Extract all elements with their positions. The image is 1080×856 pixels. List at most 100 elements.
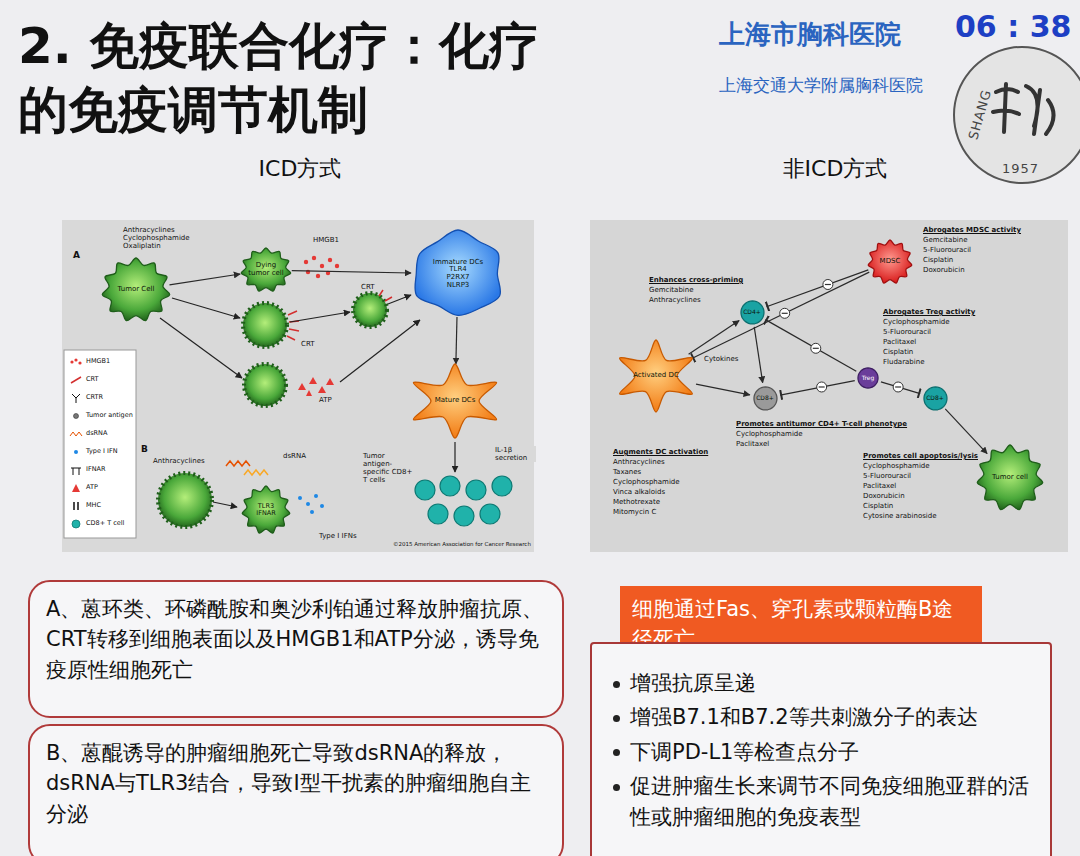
drug-name: Cyclophosphamide (612, 478, 681, 486)
legend-swatch (68, 429, 84, 439)
immature-dc-text: NLRP3 (433, 282, 483, 290)
activation-connector (754, 327, 762, 383)
pathway-arrows (160, 295, 455, 507)
activation-connector (456, 317, 457, 364)
drug-name: Gemcitabine (922, 236, 969, 244)
mdsc-cell: MDSC (866, 238, 914, 286)
treg-cell: Treg (856, 366, 880, 390)
activation-connector (689, 321, 740, 355)
dying-tumor-cell: TLR3IFNAR (240, 484, 292, 536)
drug-name: Anthracyclines (122, 226, 176, 234)
legend-item: Type I IFN (68, 447, 118, 457)
section-heading: 非ICD方式 (782, 156, 889, 181)
tumor-cell-text: Tumor cell (992, 474, 1028, 482)
drug-name: Anthracyclines (152, 457, 206, 465)
drug-name: Doxorubicin (862, 492, 906, 500)
activation-connector (292, 271, 411, 273)
legend-text: Tumor antigen (86, 412, 133, 419)
panel-letter: A (72, 250, 81, 260)
drug-group-heading: Enhances cross-priming (648, 276, 744, 284)
t-cell-text: CD8+ (926, 395, 944, 402)
legend-text: CD8+ T cell (86, 520, 124, 527)
dsrna-molecule (244, 470, 268, 475)
activation-connector (169, 274, 240, 285)
crt-molecules (287, 290, 392, 340)
hmgb1-molecules (304, 256, 339, 278)
cd8-t-cells (415, 476, 512, 526)
immature-dc: Immature DCsTLR4P2RX7NLRP3 (408, 228, 508, 320)
molecule-label: dsRNA (282, 452, 307, 460)
treg-cell-text: Treg (862, 375, 875, 382)
figure-panel (62, 220, 534, 552)
inhibition-symbol (893, 382, 903, 392)
molecule-label: HMGB1 (312, 236, 340, 244)
drug-group-heading: Abrogates Treg activity (882, 308, 976, 316)
hospital-logo-text: SHANG (966, 88, 995, 142)
atp-molecules (298, 377, 334, 396)
explanation-box: B、蒽醌诱导的肿瘤细胞死亡导致dsRNA的释放，dsRNA与TLR3结合，导致I… (28, 724, 564, 856)
drug-name: Cyclophosphamide (862, 462, 931, 470)
panel-letter: B (140, 444, 149, 454)
bullet-box: 增强抗原呈递增强B7.1和B7.2等共刺激分子的表达下调PD-L1等检查点分子促… (590, 642, 1052, 856)
immature-dc-text: Immature DCs (433, 259, 483, 267)
molecule-label: Type I IFNs (318, 532, 358, 540)
molecule-label: ATP (318, 396, 333, 404)
slide-title: 2. 免疫联合化疗：化疗的免疫调节机制 (18, 14, 563, 142)
drug-name: 5-Fluorouracil (922, 246, 972, 254)
section-heading: ICD方式 (258, 156, 343, 181)
bullet-dot (613, 784, 620, 791)
drug-name: Taxanes (612, 468, 642, 476)
legend-item: CRT (68, 375, 99, 385)
drug-name: Paclitaxel (882, 338, 917, 346)
activation-connector (945, 409, 987, 454)
bullet-dot (613, 715, 620, 722)
bullet-text: 增强抗原呈递 (630, 668, 1034, 698)
legend-swatch (68, 357, 84, 367)
inhibition-connector (881, 382, 920, 394)
t-cell-text: CD4+ (743, 309, 761, 316)
dying-tumor-cell: Dying tumor cell (239, 246, 293, 294)
inhibition-connector (780, 381, 855, 395)
figure-panel (590, 220, 1068, 552)
tumor-cell: Tumor Cell (100, 256, 172, 324)
mdsc-cell-text: MDSC (880, 258, 901, 266)
legend-item: CD8+ T cell (68, 519, 124, 529)
legend-text: IFNAR (86, 466, 105, 473)
bullet-dot (613, 749, 620, 756)
inhibition-connector (692, 272, 869, 358)
drug-name: Cisplatin (882, 348, 914, 356)
mature-dc-text: Mature DCs (435, 397, 476, 405)
legend-item: Tumor antigen (68, 411, 133, 421)
hospital-name: 上海市胸科医院 (718, 20, 902, 50)
bullet-text: 增强B7.1和B7.2等共刺激分子的表达 (630, 702, 1034, 732)
legend-text: dsRNA (86, 430, 107, 437)
drug-name: Anthracyclines (612, 458, 666, 466)
dying-tumor-cell-text: IFNAR (256, 510, 275, 517)
legend-text: MHC (86, 502, 101, 509)
logo-calligraphy (993, 84, 1054, 134)
bullet-text: 促进肿瘤生长来调节不同免疫细胞亚群的活性或肿瘤细胞的免疫表型 (630, 771, 1034, 832)
drug-group-heading: Abrogates MDSC activity (922, 226, 1022, 234)
dying-tumor-cell-text: TLR3 (256, 503, 275, 510)
drug-name: Paclitaxel (735, 440, 770, 448)
mature-dc: Mature DCs (405, 362, 505, 440)
drug-name: Cyclophosphamide (882, 318, 951, 326)
drug-name: 5-Fluorouracil (862, 472, 912, 480)
legend-swatch (68, 447, 84, 457)
legend-item: IFNAR (68, 465, 105, 475)
legend-swatch (68, 501, 84, 511)
legend-swatch (68, 411, 84, 421)
legend-box (64, 350, 136, 538)
drug-group-heading: Augments DC activation (612, 448, 709, 456)
legend-item: ATP (68, 483, 98, 493)
drug-name: Paclitaxel (862, 482, 897, 490)
drug-name: Vinca alkaloids (612, 488, 666, 496)
immature-dc-text: TLR4 (433, 266, 483, 274)
drug-name: Cisplatin (862, 502, 894, 510)
legend-text: HMGB1 (86, 358, 110, 365)
hospital-logo-text: 1957 (1002, 161, 1039, 176)
drug-name: Fludarabine (882, 358, 925, 366)
immature-dc-text: P2RX7 (433, 274, 483, 282)
legend-text: CRTR (86, 394, 103, 401)
explanation-box: A、蒽环类、环磷酰胺和奥沙利铂通过释放肿瘤抗原、CRT转移到细胞表面以及HMGB… (28, 580, 564, 718)
